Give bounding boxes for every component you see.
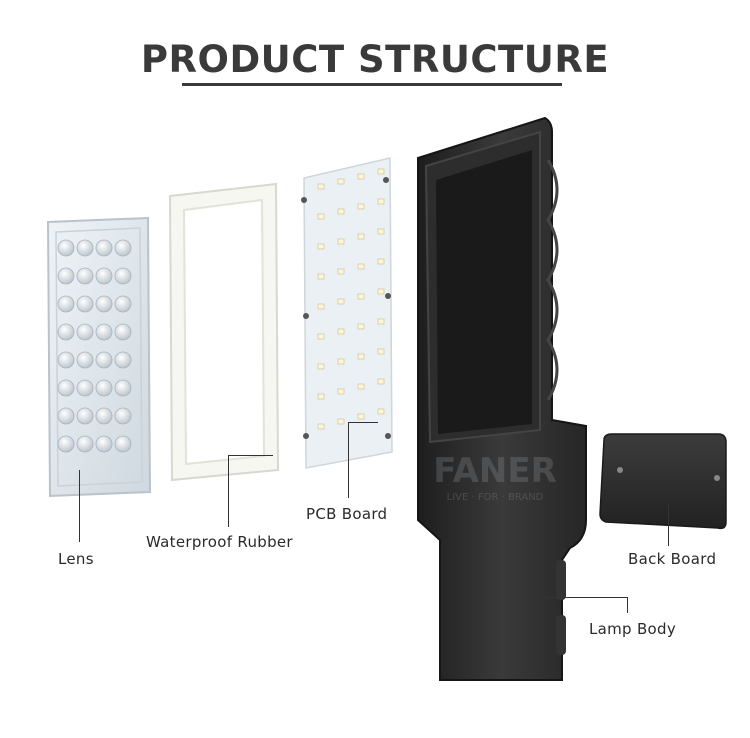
pcb-led bbox=[317, 183, 325, 190]
lens-dome bbox=[76, 407, 94, 425]
pcb-leader-h bbox=[348, 422, 378, 423]
lens-dome bbox=[76, 267, 94, 285]
back-board-part bbox=[599, 433, 727, 530]
lens-dome bbox=[114, 267, 132, 285]
lens-leader-v bbox=[79, 470, 80, 542]
lens-dome bbox=[114, 407, 132, 425]
lens-dome bbox=[95, 407, 113, 425]
label-lamp-body: Lamp Body bbox=[589, 620, 677, 638]
lens-dome bbox=[114, 323, 132, 341]
pcb-led bbox=[357, 413, 365, 420]
pcb-led bbox=[377, 198, 385, 205]
pcb-led bbox=[337, 328, 345, 335]
label-back-board: Back Board bbox=[628, 550, 717, 568]
lens-dome bbox=[95, 435, 113, 453]
pcb-led bbox=[357, 293, 365, 300]
pcb-led bbox=[357, 353, 365, 360]
lens-dome bbox=[95, 267, 113, 285]
pcb-led bbox=[357, 383, 365, 390]
pcb-led bbox=[357, 203, 365, 210]
pcb-led bbox=[377, 258, 385, 265]
title-underline bbox=[182, 83, 562, 86]
pcb-led bbox=[337, 418, 345, 425]
pcb-led bbox=[317, 333, 325, 340]
lens-dome bbox=[95, 379, 113, 397]
rubber-leader-h bbox=[228, 455, 273, 456]
brand-watermark: FANER LIVE · FOR · BRAND bbox=[433, 451, 557, 503]
watermark-brand: FANER bbox=[433, 451, 557, 491]
pcb-led bbox=[317, 363, 325, 370]
lens-dome bbox=[57, 295, 75, 313]
pcb-led bbox=[317, 273, 325, 280]
label-lens: Lens bbox=[58, 550, 94, 568]
watermark-tagline: LIVE · FOR · BRAND bbox=[447, 492, 544, 503]
lens-dome bbox=[57, 351, 75, 369]
lens-dome bbox=[76, 379, 94, 397]
pcb-led bbox=[317, 393, 325, 400]
lens-dome bbox=[57, 407, 75, 425]
lens-dome bbox=[114, 239, 132, 257]
lens-dome bbox=[114, 435, 132, 453]
pcb-led bbox=[337, 358, 345, 365]
lens-dome bbox=[95, 295, 113, 313]
lens-dome bbox=[95, 239, 113, 257]
lens-dome bbox=[57, 267, 75, 285]
pcb-led bbox=[377, 318, 385, 325]
lens-dome bbox=[76, 351, 94, 369]
lens-part bbox=[46, 216, 152, 498]
pcb-led bbox=[337, 208, 345, 215]
lens-dome bbox=[114, 295, 132, 313]
lens-dome bbox=[57, 323, 75, 341]
pcb-led bbox=[377, 378, 385, 385]
pcb-led bbox=[357, 263, 365, 270]
pcb-led bbox=[317, 423, 325, 430]
lens-dome bbox=[76, 239, 94, 257]
lens-dome bbox=[57, 379, 75, 397]
lens-dome bbox=[95, 323, 113, 341]
label-pcb-board: PCB Board bbox=[306, 505, 388, 523]
back-leader-v bbox=[668, 504, 669, 546]
waterproof-rubber-part bbox=[168, 182, 280, 482]
pcb-led bbox=[337, 388, 345, 395]
pcb-led bbox=[337, 298, 345, 305]
pcb-led bbox=[377, 228, 385, 235]
lens-dome bbox=[76, 435, 94, 453]
pcb-led bbox=[377, 348, 385, 355]
pcb-board-part bbox=[301, 157, 393, 469]
label-waterproof-rubber: Waterproof Rubber bbox=[146, 533, 293, 551]
pcb-led bbox=[317, 303, 325, 310]
pcb-led bbox=[317, 213, 325, 220]
lens-dome bbox=[57, 435, 75, 453]
pcb-led bbox=[357, 323, 365, 330]
lens-dome bbox=[76, 323, 94, 341]
pcb-led bbox=[317, 243, 325, 250]
pcb-led bbox=[357, 233, 365, 240]
pcb-led bbox=[337, 178, 345, 185]
body-leader-v bbox=[627, 597, 628, 613]
body-leader-h bbox=[535, 597, 627, 598]
pcb-led bbox=[337, 268, 345, 275]
lens-dome bbox=[95, 351, 113, 369]
pcb-led bbox=[377, 408, 385, 415]
page-title: PRODUCT STRUCTURE bbox=[140, 38, 610, 81]
lamp-body-part bbox=[417, 116, 587, 681]
pcb-leader-v bbox=[348, 422, 349, 498]
pcb-led bbox=[377, 168, 385, 175]
lens-dome bbox=[76, 295, 94, 313]
pcb-led bbox=[377, 288, 385, 295]
pcb-led bbox=[357, 173, 365, 180]
lens-dome bbox=[114, 351, 132, 369]
lens-dome bbox=[114, 379, 132, 397]
rubber-leader-v bbox=[228, 455, 229, 527]
pcb-led bbox=[337, 238, 345, 245]
lens-dome bbox=[57, 239, 75, 257]
